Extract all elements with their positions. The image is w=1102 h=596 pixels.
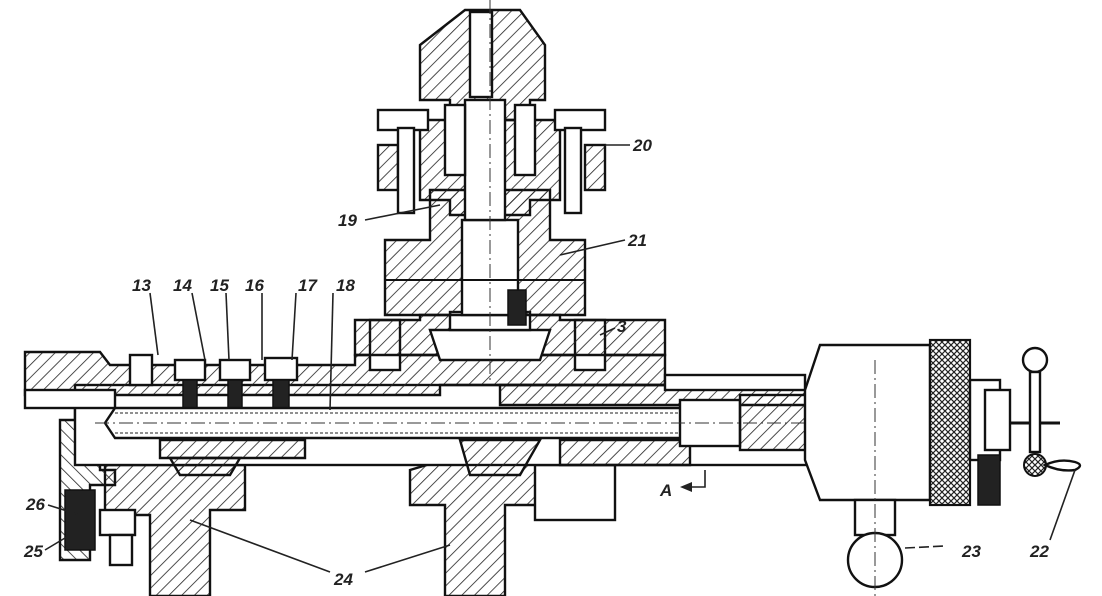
label-19: 19 bbox=[338, 211, 357, 230]
crank-handle bbox=[1010, 346, 1082, 477]
section-label-a: A bbox=[659, 481, 672, 500]
section-marker-a: A bbox=[659, 470, 706, 500]
label-17: 17 bbox=[298, 276, 318, 295]
label-18: 18 bbox=[336, 276, 355, 295]
label-24: 24 bbox=[333, 570, 353, 589]
label-23: 23 bbox=[961, 542, 981, 561]
leader-lines bbox=[44, 144, 1076, 573]
label-14: 14 bbox=[173, 276, 192, 295]
micrometer-drum bbox=[803, 338, 1012, 596]
label-22: 22 bbox=[1029, 542, 1049, 561]
label-21: 21 bbox=[627, 231, 647, 250]
label-20: 20 bbox=[632, 136, 652, 155]
label-15: 15 bbox=[210, 276, 229, 295]
label-25: 25 bbox=[23, 542, 43, 561]
lead-screw-shaft bbox=[95, 393, 830, 452]
table-slot-blocks bbox=[103, 453, 617, 596]
label-3: 3 bbox=[617, 317, 627, 336]
label-26: 26 bbox=[25, 495, 45, 514]
label-16: 16 bbox=[245, 276, 264, 295]
label-13: 13 bbox=[132, 276, 151, 295]
part-labels: 20 19 21 13 14 15 16 17 18 3 26 25 24 23… bbox=[23, 136, 1049, 589]
left-clamp bbox=[58, 393, 137, 567]
upper-head bbox=[376, 0, 607, 380]
